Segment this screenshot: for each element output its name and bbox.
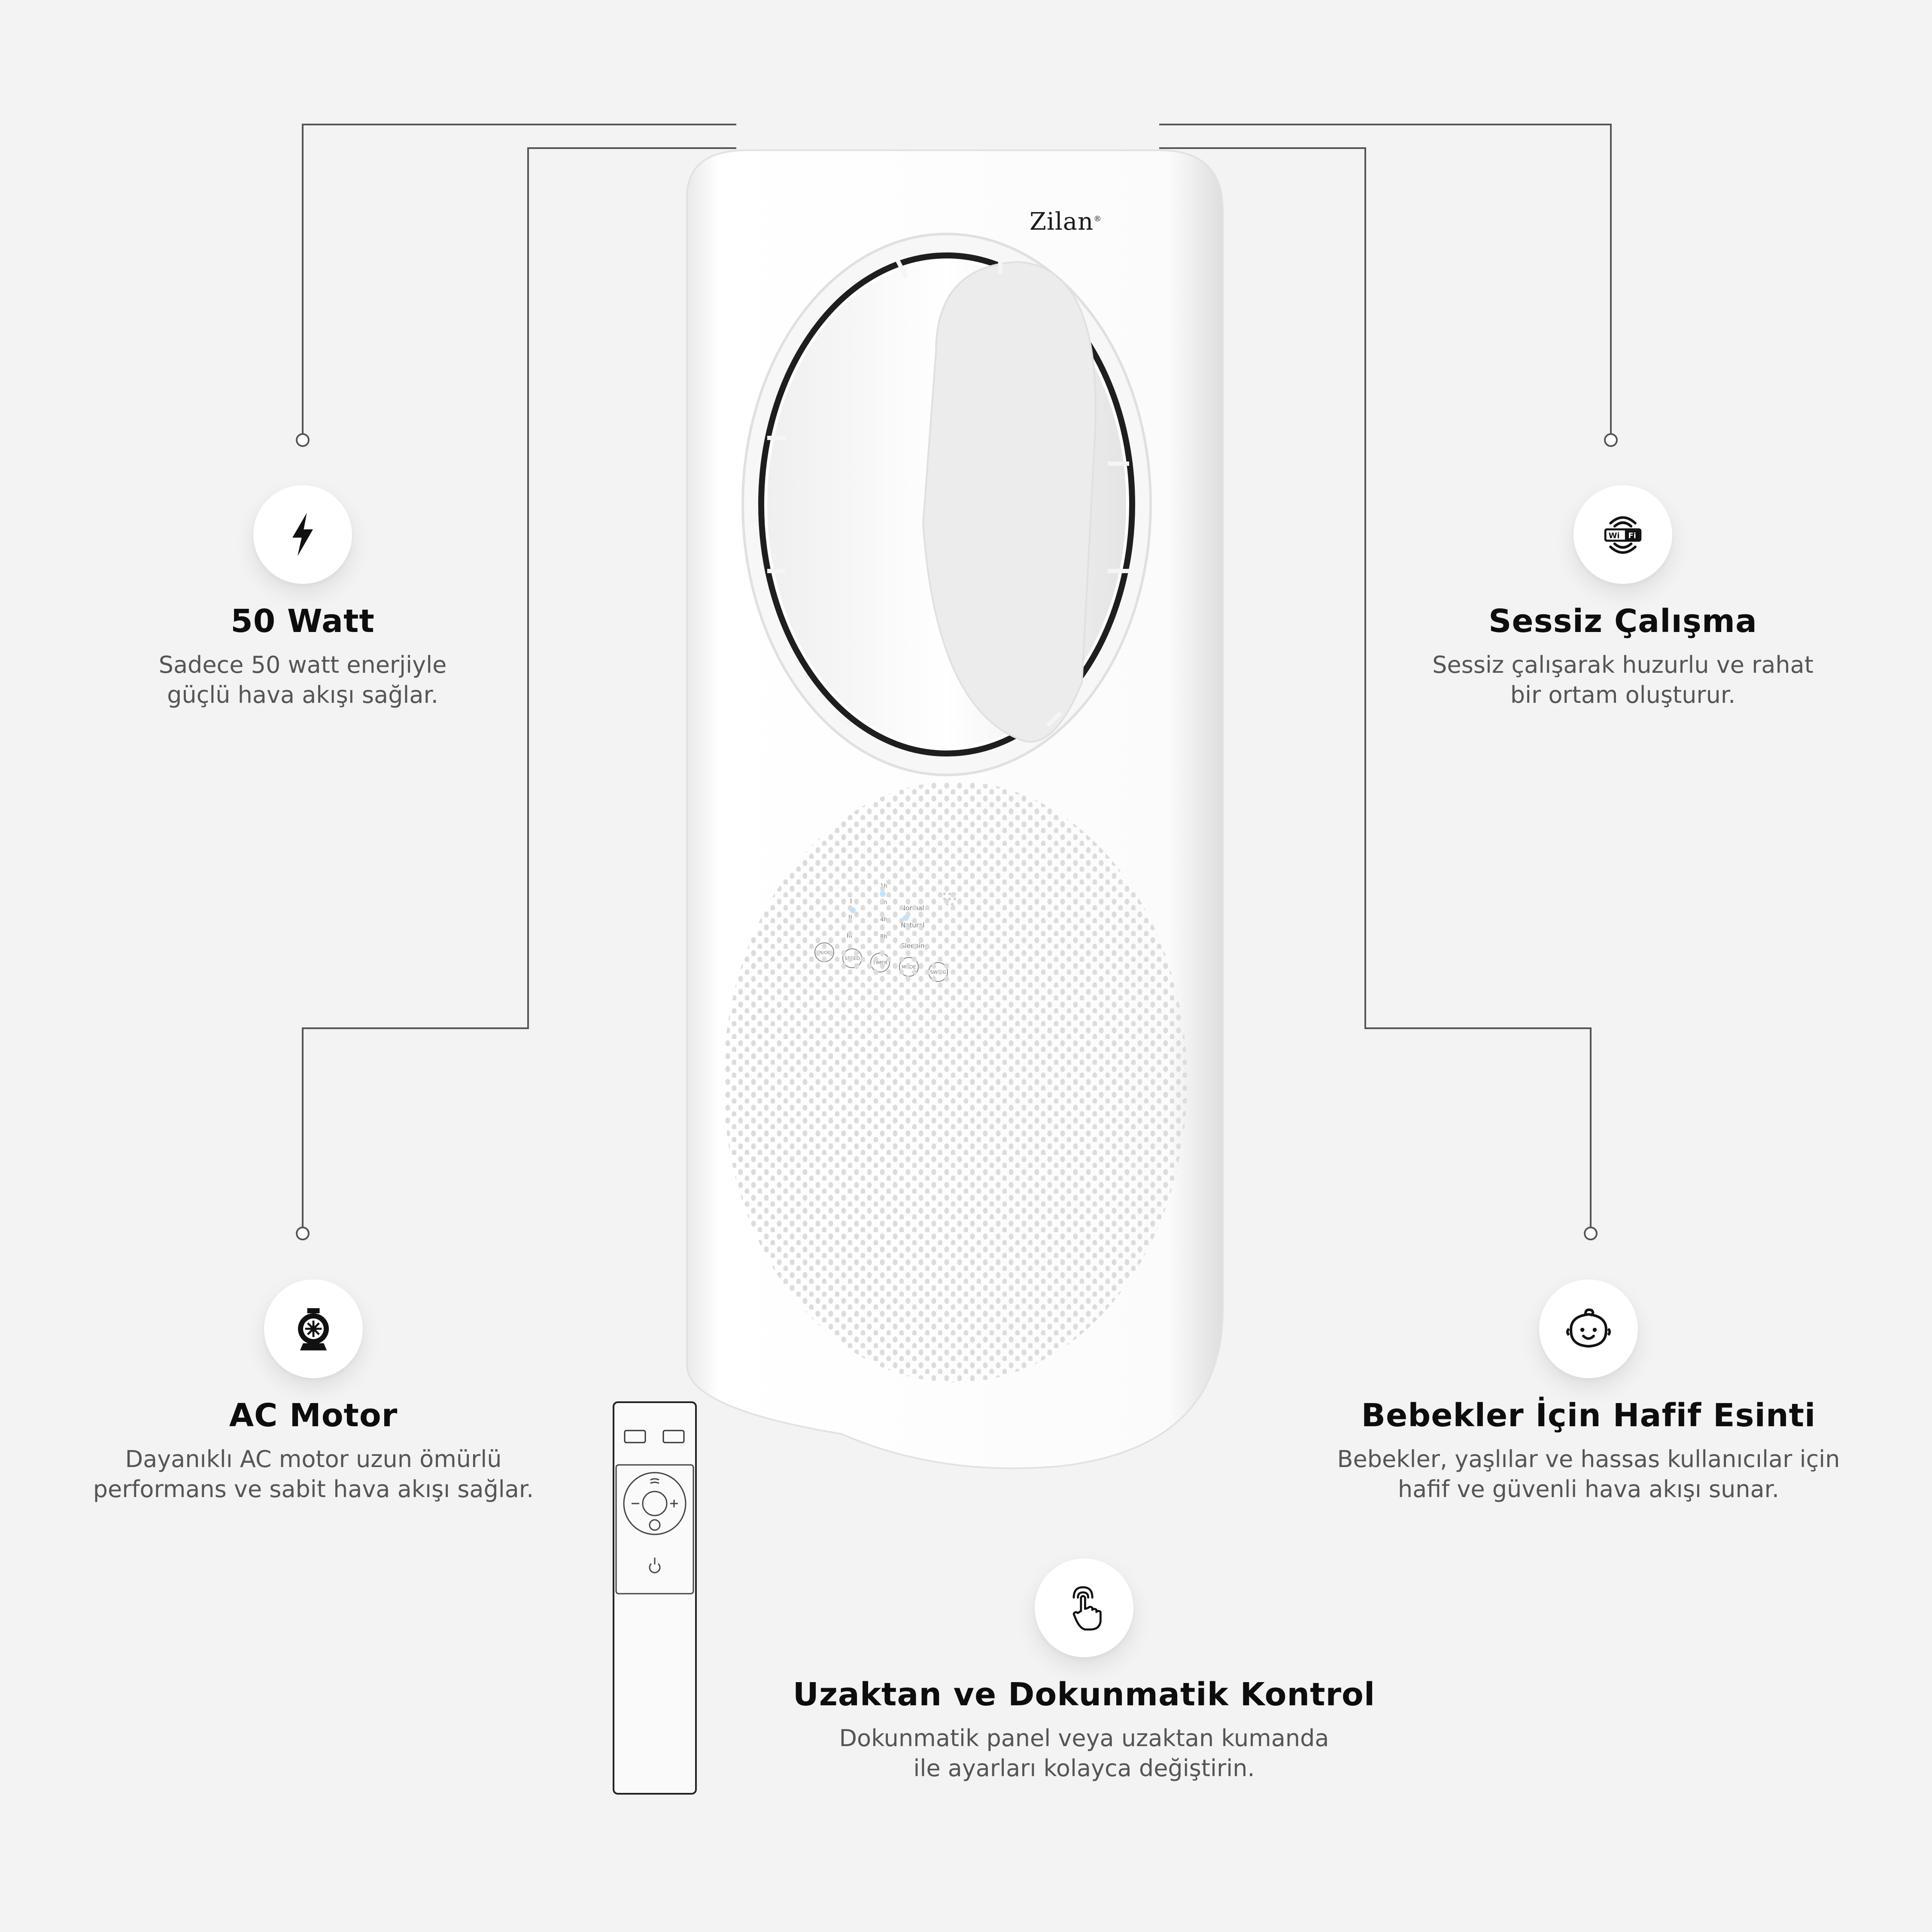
- feature-silent: Wi Fi Sessiz Çalışma Sessiz çalışarak hu…: [1344, 485, 1902, 710]
- connector-dot-watt: [296, 433, 310, 447]
- feature-power-title: 50 Watt: [231, 603, 375, 640]
- connector-silent: [1159, 124, 1612, 434]
- feature-baby-description: Bebekler, yaşlılar ve hassas kullanıcıla…: [1337, 1446, 1840, 1503]
- connector-motor: [302, 147, 736, 1228]
- svg-text:Wi: Wi: [1609, 531, 1620, 540]
- motor-icon: [298, 1308, 329, 1351]
- feature-remote-badge: [1035, 1558, 1133, 1657]
- feature-power: 50 Watt Sadece 50 watt enerjiyle güçlü h…: [24, 485, 582, 710]
- feature-remote-description: Dokunmatik panel veya uzaktan kumanda il…: [839, 1725, 1329, 1782]
- wifi-icon: Wi Fi: [1604, 516, 1642, 554]
- fan-duct: [922, 261, 1097, 743]
- feature-motor-badge: [264, 1279, 363, 1378]
- feature-silent-badge: Wi Fi: [1574, 485, 1672, 584]
- remote-control: [613, 1401, 697, 1795]
- connector-baby: [1159, 147, 1592, 1228]
- lightning-icon: [292, 513, 313, 556]
- feature-baby-badge: [1539, 1279, 1638, 1378]
- connector-watt: [302, 124, 736, 434]
- feature-remote-touch: Uzaktan ve Dokunmatik Kontrol Dokunmatik…: [762, 1558, 1406, 1783]
- touch-hand-icon: [1072, 1586, 1102, 1631]
- feature-power-badge: [253, 485, 352, 584]
- feature-power-description: Sadece 50 watt enerjiyle güçlü hava akış…: [158, 651, 447, 708]
- feature-motor-title: AC Motor: [229, 1397, 398, 1434]
- feature-silent-description: Sessiz çalışarak huzurlu ve rahat bir or…: [1432, 651, 1814, 708]
- feature-remote-title: Uzaktan ve Dokunmatik Kontrol: [793, 1676, 1376, 1713]
- feature-baby-title: Bebekler İçin Hafif Esinti: [1361, 1397, 1816, 1434]
- fan-grille: [723, 781, 1187, 1382]
- connector-dot-motor: [296, 1227, 310, 1240]
- feature-silent-title: Sessiz Çalışma: [1488, 603, 1757, 640]
- svg-text:Fi: Fi: [1628, 531, 1636, 540]
- feature-baby-breeze: Bebekler İçin Hafif Esinti Bebekler, yaş…: [1309, 1279, 1868, 1504]
- connector-dot-silent: [1604, 433, 1618, 447]
- feature-motor-description: Dayanıklı AC motor uzun ömürlü performan…: [93, 1446, 534, 1503]
- connector-dot-baby: [1584, 1227, 1598, 1240]
- bladeless-fan-product: I II III 1h 2h 4h 8h Normal Natural Slee…: [686, 149, 1224, 1469]
- feature-motor: AC Motor Dayanıklı AC motor uzun ömürlü …: [34, 1279, 592, 1504]
- baby-face-icon: [1566, 1308, 1611, 1348]
- brand-logo: Zilan®: [1030, 208, 1102, 236]
